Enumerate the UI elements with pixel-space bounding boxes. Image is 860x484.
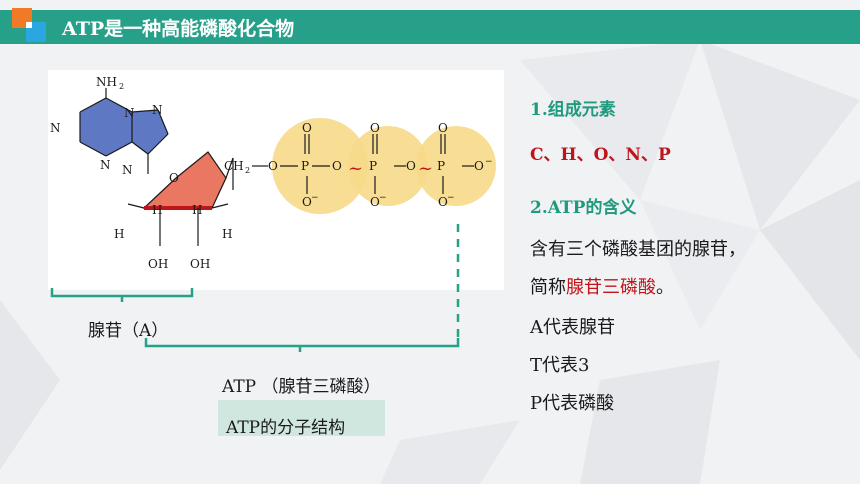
- meaning-line-2-highlight: 腺苷三磷酸: [566, 277, 656, 298]
- charge-p2: −: [379, 193, 387, 203]
- meaning-line-1: 含有三个磷酸基团的腺苷，: [530, 239, 746, 260]
- meaning-line-3: A代表腺苷: [530, 317, 615, 338]
- atp-molecule-diagram: NH 2 N N N N N O H H H H OH OH CH 2 O P …: [50, 75, 496, 271]
- meaning-line-2-prefix: 简称: [530, 277, 566, 298]
- caption-box: [218, 400, 385, 436]
- atom-h-2: H: [152, 203, 162, 217]
- section1-title: 1.组成元素: [530, 100, 616, 120]
- section2-title: 2.ATP的含义: [530, 198, 637, 218]
- logo-squares-icon: [12, 8, 46, 42]
- phosphate-circle-2: [348, 126, 428, 206]
- atom-n-3: N: [50, 121, 61, 135]
- atom-o-p2-bottom: O: [370, 195, 380, 209]
- adenosine-label: 腺苷（A）: [88, 321, 169, 341]
- atom-h-1: H: [114, 227, 124, 241]
- atom-oh-1: OH: [148, 257, 168, 271]
- high-energy-bond-2: ~: [418, 158, 433, 179]
- charge-terminal: −: [485, 157, 493, 167]
- atom-p-3: P: [437, 159, 445, 173]
- atom-n-2: N: [152, 103, 163, 117]
- atom-p-1: P: [301, 159, 309, 173]
- title-bar: [0, 10, 860, 44]
- charge-p3: −: [447, 193, 455, 203]
- meaning-line-2: 简称腺苷三磷酸。: [530, 273, 674, 299]
- atom-p-2: P: [369, 159, 377, 173]
- atom-oh-2: OH: [190, 257, 210, 271]
- atom-o-p3-bottom: O: [438, 195, 448, 209]
- atom-o-p1-top: O: [302, 121, 312, 135]
- meaning-line-4: T代表3: [530, 355, 590, 376]
- atom-h-4: H: [222, 227, 232, 241]
- atom-o-ester: O: [268, 159, 278, 173]
- atom-n-1: N: [124, 106, 135, 120]
- atom-nh2-sub: 2: [119, 82, 124, 91]
- meaning-line-5: P代表磷酸: [530, 393, 615, 414]
- atom-n-4: N: [100, 158, 111, 172]
- adenine-pentagon: [132, 110, 168, 154]
- ribose-ring: [144, 152, 226, 208]
- atom-nh2: NH: [96, 75, 117, 89]
- phosphate-circle-3: [416, 126, 496, 206]
- atom-h-3: H: [192, 203, 202, 217]
- high-energy-bond-1: ~: [348, 158, 363, 179]
- atom-o-p1-bottom: O: [302, 195, 312, 209]
- atom-ch2: CH: [224, 159, 244, 173]
- atom-o-p2-top: O: [370, 121, 380, 135]
- page-title: ATP是一种高能磷酸化合物: [62, 18, 295, 40]
- meaning-line-2-suffix: 。: [656, 277, 674, 298]
- adenine-hexagon: [80, 98, 132, 156]
- atom-n-5: N: [122, 163, 133, 177]
- atom-o-ring: O: [169, 171, 179, 185]
- atom-o-bridge-2: O: [406, 159, 416, 173]
- diagram-caption: ATP的分子结构: [226, 418, 346, 438]
- elements-list: C、H、O、N、P: [530, 145, 671, 165]
- charge-p1: −: [311, 193, 319, 203]
- atom-o-terminal: O: [474, 159, 484, 173]
- atp-label: ATP （腺苷三磷酸）: [222, 377, 381, 397]
- atom-o-bridge-1: O: [332, 159, 342, 173]
- atom-ch2-sub: 2: [245, 166, 250, 175]
- atom-o-p3-top: O: [438, 121, 448, 135]
